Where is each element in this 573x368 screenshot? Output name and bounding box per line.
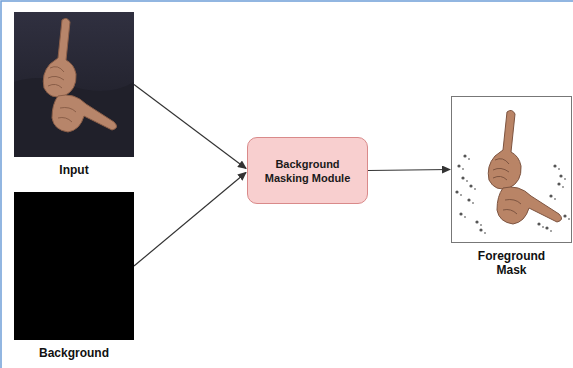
noise-speck: [462, 168, 464, 170]
noise-speck: [484, 232, 486, 234]
raised-hand: [43, 18, 76, 97]
finger-lines: [58, 108, 76, 123]
black-frame: [14, 192, 134, 340]
image-panel: Foreground Mask: [451, 96, 572, 277]
image-panel: Background: [14, 192, 134, 360]
mask-image: [451, 96, 572, 243]
noise-speck: [550, 230, 552, 232]
noise-speck: [549, 194, 552, 197]
noise-speck: [457, 164, 460, 167]
pointing-hand: [52, 95, 117, 132]
noise-speck: [460, 194, 462, 196]
photo-ground: [14, 12, 134, 157]
noise-speck: [480, 224, 482, 226]
noise-speck: [472, 202, 474, 204]
image-panel: Input: [14, 12, 134, 177]
noise-speck: [464, 216, 466, 218]
image-caption: Background: [14, 346, 134, 360]
noise-speck: [553, 164, 556, 167]
noise-speck: [468, 158, 470, 160]
noise-speck: [562, 186, 564, 188]
noise-speck: [463, 154, 466, 157]
hands-illustration: [488, 110, 561, 224]
noise-speck: [545, 226, 548, 229]
finger-lines: [48, 67, 64, 88]
arrow-connector: [134, 85, 246, 169]
noise-speck: [554, 198, 556, 200]
noise-speck: [475, 220, 478, 223]
noise-speck: [557, 182, 560, 185]
hands-illustration: [43, 18, 116, 132]
noise-speck: [467, 198, 470, 201]
input-image: [14, 12, 134, 157]
noise-speck: [474, 188, 476, 190]
raised-hand: [488, 110, 521, 189]
finger-lines: [493, 159, 509, 180]
noise-speck: [564, 178, 566, 180]
pointing-hand: [497, 187, 562, 224]
image-caption: Input: [14, 163, 134, 177]
noise-speck: [461, 176, 464, 179]
arrow-connector: [134, 173, 246, 267]
noise-speck: [568, 218, 570, 220]
noise-speck: [479, 228, 482, 231]
background-image: [14, 192, 134, 340]
module-label: Background Masking Module: [248, 157, 367, 185]
arrow-connector: [368, 170, 450, 171]
noise-speck: [459, 212, 462, 215]
noise-speck: [542, 226, 544, 228]
clothing: [14, 78, 134, 157]
finger-lines: [503, 200, 521, 215]
noise-speck: [466, 180, 468, 182]
mask-frame: [452, 97, 572, 243]
noise-speck: [469, 184, 472, 187]
image-caption: Foreground Mask: [470, 249, 554, 277]
process-box: Background Masking Module: [247, 137, 368, 204]
noise-speck: [455, 190, 458, 193]
noise-speck: [563, 214, 566, 217]
noise-speck: [558, 168, 560, 170]
noise-speck: [537, 222, 540, 225]
noise-speck: [559, 174, 562, 177]
